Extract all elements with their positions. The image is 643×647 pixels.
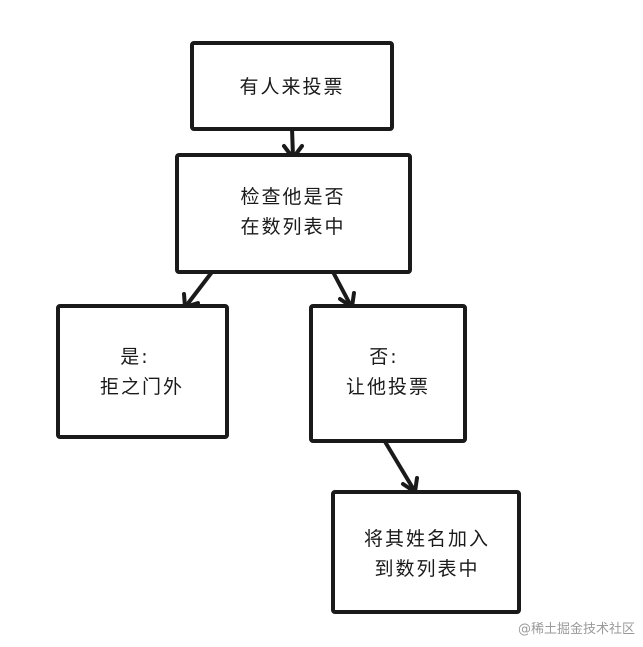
watermark: @稀土掘金技术社区: [517, 622, 635, 637]
node-add-line-1: 将其姓名加入: [364, 528, 490, 550]
node-add: 将其姓名加入 到数列表中: [331, 490, 521, 614]
node-yes-line-1: 是:: [120, 346, 149, 368]
node-no-line-2: 让他投票: [346, 376, 430, 398]
node-no: 否: 让他投票: [309, 304, 467, 443]
node-check-line-1: 检查他是否: [240, 186, 345, 208]
arrow-no-to-add: [382, 438, 419, 494]
node-vote: 有人来投票: [190, 41, 394, 131]
node-no-line-1: 否:: [369, 346, 398, 368]
arrow-check-to-yes: [182, 270, 214, 309]
node-check-line-2: 在数列表中: [240, 216, 345, 238]
node-yes: 是: 拒之门外: [56, 304, 229, 439]
node-check: 检查他是否 在数列表中: [175, 153, 412, 274]
node-yes-line-2: 拒之门外: [100, 376, 184, 398]
node-vote-line-1: 有人来投票: [239, 76, 344, 98]
node-add-line-2: 到数列表中: [374, 558, 479, 580]
arrow-check-to-no: [331, 270, 356, 309]
